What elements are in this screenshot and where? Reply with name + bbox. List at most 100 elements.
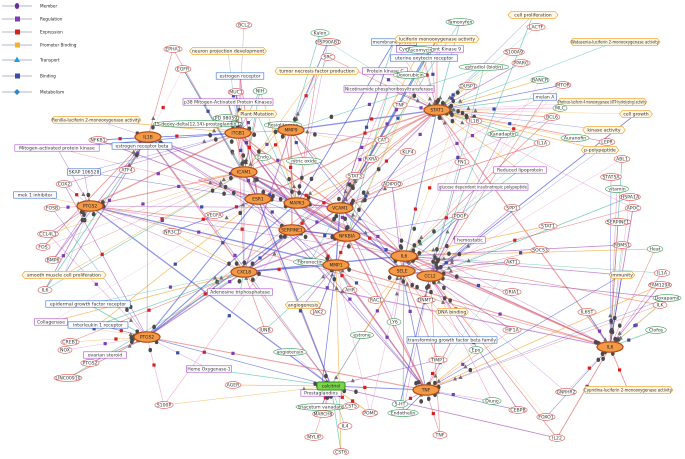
entity-node[interactable]: Ascomycin xyxy=(405,46,435,54)
entity-node[interactable]: Watasenia-luciferin 2-monooxygenase acti… xyxy=(569,38,661,46)
entity-node[interactable]: Photinus-luciferin 4-monooxygenase (ATP-… xyxy=(556,98,648,106)
entity-node[interactable]: Plant Mutation xyxy=(236,110,278,118)
entity-node[interactable]: IL6 xyxy=(37,286,53,294)
entity-node[interactable]: EGFR xyxy=(174,65,192,73)
entity-node[interactable]: p38 Mitogen-Activated Protein Kinases xyxy=(182,98,274,106)
hub-node[interactable]: CXCL8 xyxy=(230,266,258,278)
entity-node[interactable]: mek 1 inhibitor xyxy=(13,191,57,199)
entity-node[interactable]: HSP90AB1 xyxy=(314,38,342,46)
entity-node[interactable]: BANCR xyxy=(530,76,550,84)
hub-node[interactable]: PTGS2 xyxy=(76,200,104,212)
entity-node[interactable]: Endo xyxy=(254,153,272,161)
entity-node[interactable]: FOSB xyxy=(43,204,61,212)
drug-node[interactable]: calcitriol xyxy=(316,381,346,391)
entity-node[interactable]: CEBPB xyxy=(508,406,528,414)
entity-node[interactable]: CST6 xyxy=(332,448,350,456)
hub-node[interactable]: ESR1 xyxy=(244,193,272,205)
entity-node[interactable]: ABL1 xyxy=(613,155,631,163)
entity-node[interactable]: MUC1 xyxy=(227,88,245,96)
entity-node[interactable]: vitamin xyxy=(605,185,629,193)
hub-node[interactable]: MMP9 xyxy=(277,124,305,136)
entity-node[interactable]: transforming growth factor beta family xyxy=(406,336,498,344)
entity-node[interactable]: CREB1 xyxy=(60,338,80,346)
entity-node[interactable]: Collagenase xyxy=(34,318,68,326)
entity-node[interactable]: IL1B xyxy=(465,117,483,125)
entity-node[interactable]: Endothelin xyxy=(387,409,419,417)
entity-node[interactable]: PTGS2 xyxy=(80,359,100,367)
entity-node[interactable]: BMP6 xyxy=(44,256,62,264)
entity-node[interactable]: triacetum vanadate xyxy=(295,403,347,411)
entity-node[interactable]: JAK2 xyxy=(309,308,327,316)
entity-node[interactable]: epidermal growth factor receptor xyxy=(45,300,131,308)
entity-node[interactable]: angiotensin xyxy=(273,348,307,356)
entity-node[interactable]: 5-HT xyxy=(391,400,409,408)
entity-node[interactable]: tumor necrosis factor production xyxy=(274,67,360,75)
entity-node[interactable]: estrogen receptor beta xyxy=(111,142,173,150)
entity-node[interactable]: IL1A xyxy=(533,139,551,147)
entity-node[interactable]: MYLIP xyxy=(304,433,324,441)
entity-node[interactable]: 15-deoxy-delta(12,14)-prostaglandin J2 xyxy=(152,120,244,128)
entity-node[interactable]: NR3C1 xyxy=(162,228,182,236)
entity-node[interactable]: estrone xyxy=(350,331,374,339)
hub-node[interactable]: IL1B xyxy=(134,131,162,143)
entity-node[interactable]: Adenosine triphosphatase xyxy=(207,288,273,296)
hub-node[interactable]: SERPINE1 xyxy=(278,224,306,236)
entity-node[interactable]: ILK xyxy=(652,301,668,309)
entity-node[interactable]: KLF4 xyxy=(399,148,417,156)
entity-node[interactable]: LEPR xyxy=(598,138,616,146)
entity-node[interactable]: kinase activity xyxy=(582,126,626,134)
entity-node[interactable]: IL6ST xyxy=(577,308,597,316)
entity-node[interactable]: RAC1 xyxy=(367,296,385,304)
entity-node[interactable]: Heme Oxygenase-1 xyxy=(186,365,232,373)
entity-node[interactable]: MLC xyxy=(552,104,568,112)
entity-node[interactable]: TNF xyxy=(392,101,408,109)
entity-node[interactable]: CAT xyxy=(374,136,390,144)
hub-node[interactable]: MAPK3 xyxy=(283,197,311,209)
entity-node[interactable]: PPARG xyxy=(511,59,531,67)
entity-node[interactable]: S100A9 xyxy=(503,48,525,56)
hub-node[interactable]: ICAM1 xyxy=(230,166,258,178)
entity-node[interactable]: SKAP 106528 xyxy=(67,168,101,176)
entity-node[interactable]: melan A xyxy=(533,93,557,101)
entity-node[interactable]: MTOR xyxy=(554,81,572,89)
entity-node[interactable]: neuron projection development xyxy=(189,47,267,55)
entity-node[interactable]: cell proliferation xyxy=(507,11,559,19)
entity-node[interactable]: glucose dependent insulinotropic polypep… xyxy=(437,183,529,191)
entity-node[interactable]: CST5 xyxy=(342,402,360,410)
entity-node[interactable]: S100P xyxy=(154,401,174,409)
entity-node[interactable]: Tamoxyfen xyxy=(445,18,475,26)
entity-node[interactable]: SRC xyxy=(320,53,336,61)
entity-node[interactable]: ATF4 xyxy=(118,166,136,174)
hub-node[interactable]: MMP1 xyxy=(322,259,350,271)
entity-node[interactable]: NOX xyxy=(57,346,73,354)
entity-node[interactable]: Mitogen-activated protein kinase xyxy=(14,144,100,152)
entity-node[interactable]: VEGFA xyxy=(204,211,224,219)
entity-node[interactable]: ovarian steroid xyxy=(83,351,127,359)
hub-node[interactable]: STAT1 xyxy=(423,104,451,116)
entity-node[interactable]: DUSP1 xyxy=(458,82,478,90)
entity-node[interactable]: DNMT1 xyxy=(416,296,436,304)
entity-node[interactable]: SPP1 xyxy=(503,204,521,212)
entity-node[interactable]: NIH xyxy=(252,87,268,95)
entity-node[interactable]: Doxorubicin xyxy=(393,71,427,79)
entity-node[interactable]: p-polypeptide xyxy=(580,146,620,154)
hub-node[interactable]: CCL2 xyxy=(416,270,444,282)
entity-node[interactable]: LACTF xyxy=(526,23,546,31)
entity-node[interactable]: FOS xyxy=(35,243,51,251)
hub-node[interactable]: PTGS2 xyxy=(133,331,161,343)
entity-node[interactable]: immunity xyxy=(608,271,636,279)
entity-node[interactable]: FAM129A xyxy=(648,281,672,289)
entity-node[interactable]: SOCS3 xyxy=(530,246,550,254)
entity-node[interactable]: TNF xyxy=(432,431,448,439)
hub-node[interactable]: IL6 xyxy=(390,250,418,262)
entity-node[interactable]: estrogen receptor xyxy=(215,72,265,80)
entity-node[interactable]: Doxapamil xyxy=(652,294,682,302)
entity-node[interactable]: HIF1A xyxy=(502,326,522,334)
entity-node[interactable]: PD 98059 xyxy=(212,114,240,122)
entity-node[interactable]: Auranofin xyxy=(560,134,590,142)
entity-node[interactable]: TIMP1 xyxy=(428,356,448,364)
entity-node[interactable]: ADIPOQ xyxy=(381,180,403,188)
entity-node[interactable]: FN1 xyxy=(454,158,470,166)
hub-node[interactable]: NFKBIA xyxy=(333,230,361,242)
entity-node[interactable]: APOC xyxy=(624,204,642,212)
